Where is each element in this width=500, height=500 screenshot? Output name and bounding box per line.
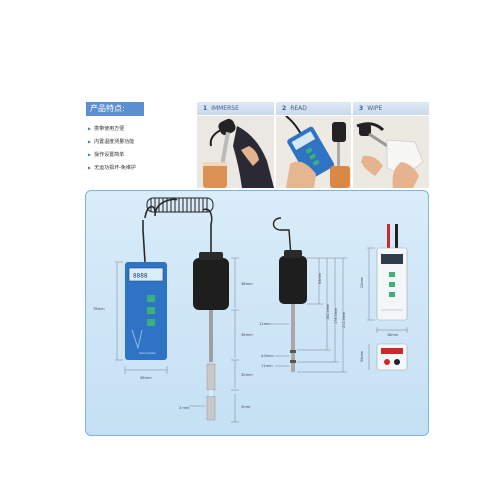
- step-label: WIPE: [367, 105, 383, 112]
- device-dimension-lines: [367, 247, 408, 370]
- side-top-dim: 63mm: [318, 272, 322, 284]
- device-height-dim: 22mm: [360, 276, 364, 288]
- immerse-illustration: [197, 116, 274, 188]
- feature-item: ▶内置温度测量功能: [88, 138, 134, 146]
- step-read-photo: [276, 116, 351, 188]
- device-bottom-view: [376, 343, 408, 371]
- device-front-view: [376, 224, 408, 321]
- step-label: READ: [290, 105, 307, 112]
- step-number: 1: [203, 105, 208, 112]
- probe-front: [193, 252, 229, 421]
- side-diam-dim: 11mm: [259, 322, 271, 326]
- step-immerse-photo: [197, 116, 274, 188]
- side-h2-dim: 178.5mm: [334, 307, 338, 324]
- features-title: 产品特点:: [86, 102, 144, 116]
- step-wipe-photo: [353, 116, 429, 188]
- probe-low-dim: 30mm: [241, 373, 253, 377]
- side-h1-dim: 162.5mm: [326, 303, 330, 320]
- side-h3-dim: 212.5mm: [342, 311, 346, 328]
- arrow-icon: ▶: [88, 152, 92, 157]
- probe-dimension-lines: [189, 257, 239, 423]
- device-base-dim: 55mm: [360, 350, 364, 362]
- meter-brand-label: Viscometer: [139, 351, 157, 355]
- feature-item: ▶携带使用方便: [88, 125, 124, 133]
- read-illustration: [276, 116, 351, 188]
- probe-tip-left-dim: 3 mm: [179, 406, 190, 410]
- device-width-dim: 18mm: [387, 333, 399, 337]
- probe-top-dim: 38mm: [241, 282, 253, 286]
- step-number: 3: [359, 105, 364, 112]
- dimension-drawing: 8888 Viscometer 78mm 38mm 38mm 36mm 30mm…: [93, 197, 408, 423]
- feature-item: ▶操作设置简单: [88, 151, 124, 159]
- feature-text: 内置温度测量功能: [94, 139, 135, 145]
- cable-coils: [146, 197, 214, 213]
- feature-text: 操作设置简单: [94, 152, 125, 158]
- side-48-dim: 4.8mm: [261, 354, 274, 358]
- feature-item: ▶无运功损坏-免维护: [88, 164, 136, 172]
- meter-dimension-lines: [115, 261, 168, 374]
- arrow-icon: ▶: [88, 139, 92, 144]
- probe-tip-dim: 2mm: [241, 405, 251, 409]
- feature-text: 无运功损坏-免维护: [94, 165, 136, 171]
- feature-text: 携带使用方便: [94, 126, 125, 132]
- arrow-icon: ▶: [88, 165, 92, 170]
- side-dimension-lines: [271, 257, 347, 373]
- step-label: IMMERSE: [211, 105, 239, 112]
- probe-mid-dim: 36mm: [241, 333, 253, 337]
- step-number: 2: [282, 105, 287, 112]
- arrow-icon: ▶: [88, 126, 92, 131]
- probe-side: [272, 217, 307, 372]
- meter-body: [125, 262, 167, 360]
- meter-display-reading: 8888: [133, 273, 148, 280]
- meter-width-label: 38mm: [140, 376, 152, 380]
- side-11-dim: 11mm: [261, 364, 273, 368]
- wipe-illustration: [353, 116, 429, 188]
- meter-height-label: 78mm: [93, 307, 105, 311]
